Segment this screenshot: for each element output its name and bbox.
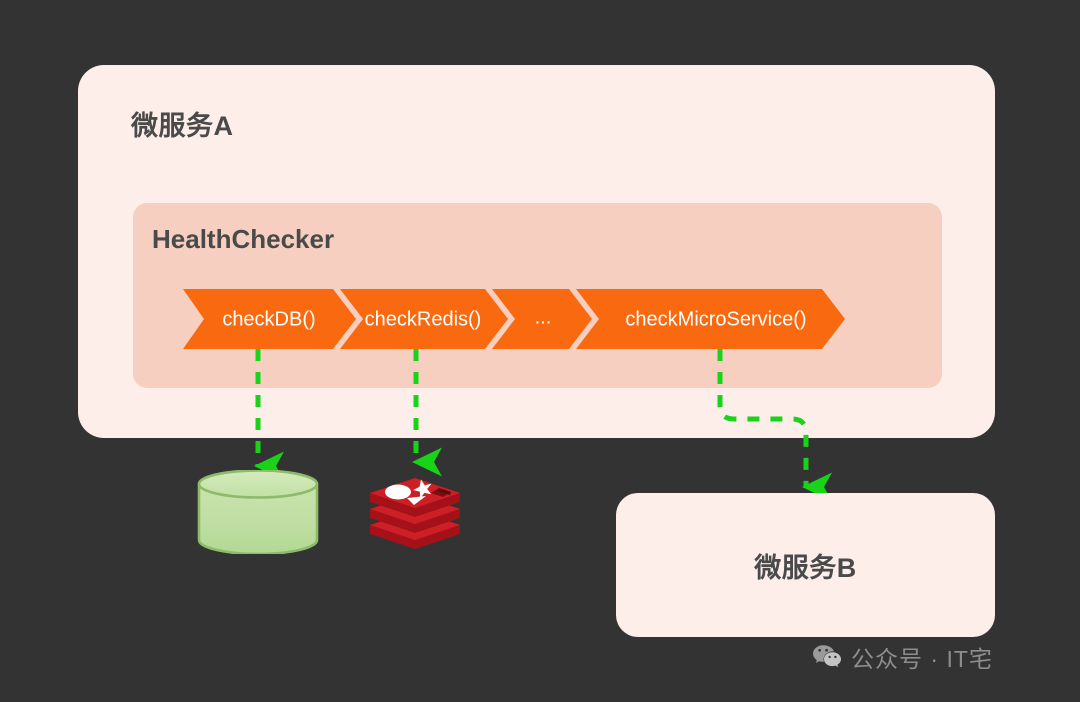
redis-logo-icon <box>366 466 464 550</box>
pipeline-step-checkmicroservice-label: checkMicroService() <box>625 308 806 330</box>
pipeline-step-checkredis[interactable]: checkRedis() <box>340 289 508 349</box>
pipeline-step-checkmicroservice[interactable]: checkMicroService() <box>576 289 845 349</box>
redis-layer-top <box>370 478 460 517</box>
pipeline-step-checkdb-label: checkDB() <box>222 308 315 330</box>
pipeline-step-ellipsis-label: ... <box>535 306 552 328</box>
service-a-title: 微服务A <box>131 111 234 141</box>
watermark: 公众号 · IT宅 <box>812 640 993 674</box>
service-b-title: 微服务B <box>754 552 857 583</box>
service-b-panel <box>616 493 995 637</box>
healthchecker-step-pipeline: checkDB() checkRedis() ... checkMicroSer… <box>183 289 847 349</box>
wechat-icon <box>812 644 842 670</box>
database-cylinder-icon <box>196 469 320 556</box>
pipeline-step-checkdb[interactable]: checkDB() <box>183 289 356 349</box>
watermark-text: 公众号 · IT宅 <box>851 646 993 672</box>
pipeline-step-checkredis-label: checkRedis() <box>365 308 482 330</box>
healthchecker-title: HealthChecker <box>152 224 335 254</box>
pipeline-step-ellipsis[interactable]: ... <box>492 289 592 349</box>
